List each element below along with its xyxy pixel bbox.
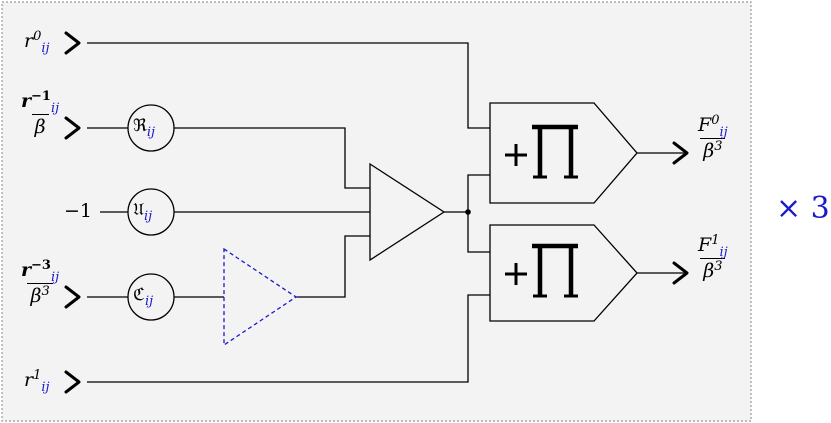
input-label-r1: r1ij bbox=[24, 367, 50, 395]
input-arrow-r1 bbox=[64, 370, 81, 394]
wire-dashed-out bbox=[296, 235, 370, 298]
junction-dot bbox=[465, 209, 471, 215]
minus-one-label: −1 bbox=[64, 200, 93, 222]
input-arrow-rm1 bbox=[64, 116, 81, 140]
output-arrow-F0 bbox=[672, 141, 689, 165]
output-arrow-F1 bbox=[672, 261, 689, 285]
multiplier-label: × 3 bbox=[776, 191, 830, 226]
wire-R-out bbox=[174, 127, 370, 189]
node-R-circle bbox=[127, 104, 175, 152]
wire-r0 bbox=[87, 42, 490, 129]
output-label-F1: F1ij β3 bbox=[698, 232, 728, 282]
input-arrow-rm3 bbox=[64, 285, 81, 309]
node-U-circle bbox=[127, 188, 175, 236]
node-R-label: ℜij bbox=[133, 116, 156, 140]
dashed-amplifier-triangle bbox=[223, 247, 298, 347]
node-C-label: ℭij bbox=[133, 285, 154, 309]
sum-product-icon-top bbox=[505, 124, 578, 179]
sum-product-icon-bottom bbox=[505, 243, 578, 298]
input-arrow-r0 bbox=[64, 31, 81, 55]
combiner-top bbox=[489, 102, 638, 204]
input-label-rm1: r−1ij β bbox=[21, 88, 60, 138]
main-amplifier-triangle bbox=[369, 162, 446, 262]
combiner-bottom bbox=[489, 224, 638, 322]
input-label-rm3: r−3ij β3 bbox=[21, 257, 60, 307]
input-label-r0: r0ij bbox=[24, 28, 50, 56]
output-label-F0: F0ij β3 bbox=[698, 112, 728, 162]
node-C-circle bbox=[127, 273, 175, 321]
wire-r1 bbox=[87, 294, 490, 383]
node-U-label: 𝔘ij bbox=[133, 200, 153, 224]
